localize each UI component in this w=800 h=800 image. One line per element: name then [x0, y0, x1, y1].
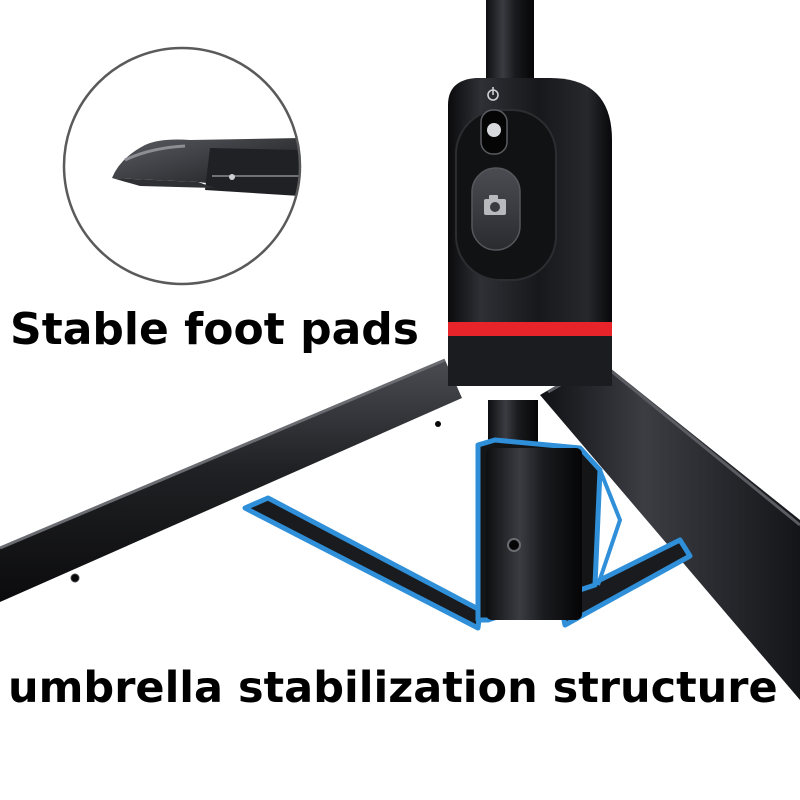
leg-screw-hole: [435, 421, 441, 427]
caption-umbrella-structure: umbrella stabilization structure: [8, 663, 778, 713]
tripod-leg-left: [0, 358, 462, 602]
switch-knob: [487, 123, 501, 137]
foot-pad-inset: [62, 46, 302, 286]
support-struts: [242, 437, 693, 631]
inset-border: [62, 46, 302, 286]
caption-stable-foot-pads: Stable foot pads: [10, 304, 419, 355]
tripod-head: [448, 78, 612, 386]
power-icon: [487, 87, 499, 101]
camera-icon: [484, 195, 506, 215]
leg-screw-hole: [70, 573, 80, 583]
hinge-screw: [507, 538, 521, 552]
red-accent-ring: [448, 322, 612, 336]
